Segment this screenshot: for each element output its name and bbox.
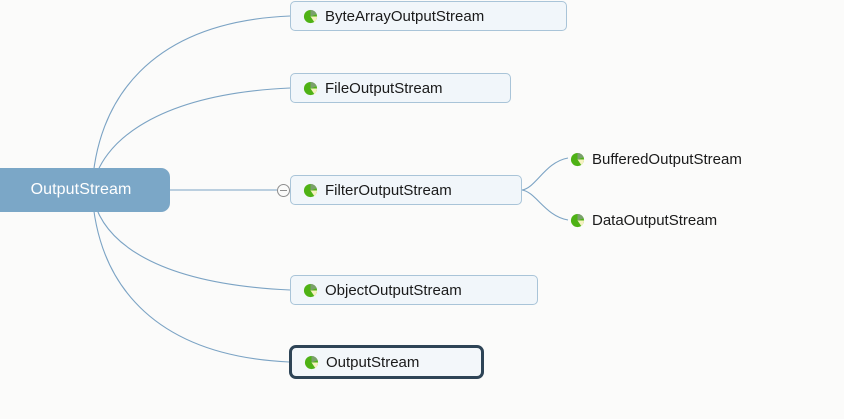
node-bytearrayoutputstream[interactable]: ByteArrayOutputStream: [290, 1, 567, 31]
edge-root-bytearrayoutputstream: [91, 15, 291, 191]
java-class-icon: [303, 9, 318, 24]
java-class-icon: [303, 183, 318, 198]
java-class-icon: [303, 81, 318, 96]
node-label: ByteArrayOutputStream: [325, 7, 485, 25]
node-label: BufferedOutputStream: [592, 150, 742, 168]
collapse-toggle-filteroutputstream[interactable]: [277, 184, 290, 197]
node-label: FileOutputStream: [325, 79, 443, 97]
node-filteroutputstream[interactable]: FilterOutputStream: [290, 175, 522, 205]
edge-root-outputstream: [91, 191, 290, 363]
java-class-icon: [303, 283, 318, 298]
node-outputstream-selected[interactable]: OutputStream: [289, 345, 484, 379]
root-node-outputstream[interactable]: OutputStream: [0, 168, 170, 212]
node-objectoutputstream[interactable]: ObjectOutputStream: [290, 275, 538, 305]
node-label: FilterOutputStream: [325, 181, 452, 199]
edge-filteroutputstream-bufferedoutputstream: [521, 157, 569, 191]
root-node-label: OutputStream: [30, 181, 132, 198]
node-dataoutputstream[interactable]: DataOutputStream: [570, 207, 717, 233]
java-class-icon: [570, 213, 585, 228]
node-label: DataOutputStream: [592, 211, 718, 229]
node-bufferedoutputstream[interactable]: BufferedOutputStream: [570, 146, 742, 172]
java-class-icon: [570, 152, 585, 167]
node-label: OutputStream: [326, 353, 420, 371]
node-label: ObjectOutputStream: [325, 281, 462, 299]
edge-filteroutputstream-dataoutputstream: [521, 189, 569, 221]
java-class-icon: [304, 355, 319, 370]
node-fileoutputstream[interactable]: FileOutputStream: [290, 73, 511, 103]
